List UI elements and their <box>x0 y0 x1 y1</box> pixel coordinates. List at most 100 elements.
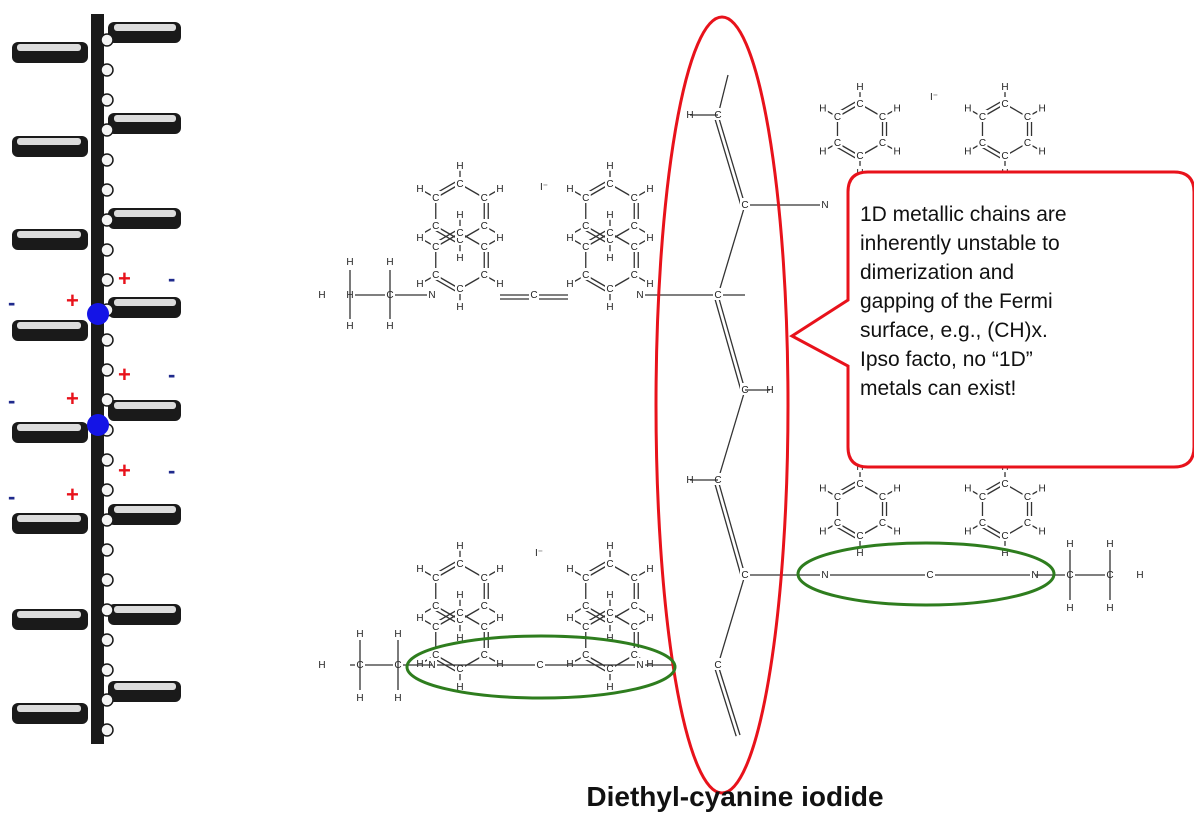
stack-slab-highlight <box>17 231 81 238</box>
atom-bg <box>645 230 656 243</box>
atom-bg <box>1037 144 1048 157</box>
atom-bg <box>685 473 695 485</box>
positive-charge: + <box>66 482 79 507</box>
atom-label: C <box>456 664 463 675</box>
atom-bg <box>479 191 490 203</box>
stack-bead <box>100 273 114 287</box>
atom-label: C <box>456 559 463 570</box>
bond-line <box>713 295 742 392</box>
atom-bg <box>455 538 465 551</box>
stack-bead <box>100 93 114 107</box>
atom-bg <box>629 219 640 231</box>
atom-bg <box>414 610 425 623</box>
dipole-dot <box>87 414 109 436</box>
bond-line <box>713 115 742 207</box>
atom-bg <box>977 516 988 528</box>
negative-charge: - <box>8 290 15 315</box>
atom-bg <box>1065 601 1075 613</box>
atom-label: H <box>606 210 613 221</box>
atom-label: H <box>386 257 393 268</box>
atom-bg <box>430 571 441 583</box>
atom-label: H <box>606 161 613 172</box>
atom-bg <box>817 481 828 494</box>
figure-caption: Diethyl-cyanine iodide <box>586 781 884 812</box>
atom-label: C <box>979 138 986 149</box>
atom-label: H <box>819 526 826 537</box>
atom-label: H <box>416 233 423 244</box>
atom-bg <box>855 97 865 109</box>
atom-bg <box>820 198 830 210</box>
atom-label: C <box>606 559 613 570</box>
atom-label: H <box>566 279 573 290</box>
atom-bg <box>430 240 441 252</box>
stack-bead <box>100 483 114 497</box>
atom-bg <box>1000 149 1010 161</box>
atom-bg <box>877 490 888 502</box>
atom-label: C <box>481 242 488 253</box>
atom-label: H <box>1039 484 1046 495</box>
atom-label: H <box>894 104 901 115</box>
callout-bubble <box>789 170 1194 469</box>
positive-charge: + <box>118 266 131 291</box>
atom-bg <box>605 538 615 551</box>
atom-label: C <box>1024 112 1031 123</box>
atom-label: H <box>606 682 613 693</box>
atom-bg <box>877 516 888 528</box>
atom-label: C <box>481 193 488 204</box>
bond-line <box>717 204 746 296</box>
atom-bg <box>892 524 903 537</box>
atom-label: H <box>318 660 325 671</box>
stack-slab-highlight <box>17 515 81 522</box>
stack-slab-highlight <box>17 611 81 618</box>
atom-label: H <box>566 564 573 575</box>
atom-bg <box>962 524 973 537</box>
atom-bg <box>479 240 490 252</box>
atom-label: H <box>496 233 503 244</box>
atom-label: H <box>456 541 463 552</box>
atom-bg <box>580 268 591 280</box>
atom-label: C <box>879 492 886 503</box>
atom-bg <box>479 219 490 231</box>
atom-label: C <box>631 622 638 633</box>
stack-slab-highlight <box>17 138 81 145</box>
positive-charge: + <box>66 288 79 313</box>
atom-bg <box>495 561 506 574</box>
bond-line <box>717 574 746 666</box>
atom-label: C <box>456 235 463 246</box>
atom-label: C <box>879 518 886 529</box>
positive-charge: + <box>118 458 131 483</box>
atom-bg <box>977 110 988 122</box>
atom-bg <box>605 300 615 313</box>
atom-label: H <box>646 233 653 244</box>
stack-slab-highlight <box>114 299 176 306</box>
negative-charge: - <box>8 484 15 509</box>
atom-label: H <box>346 257 353 268</box>
atom-label: C <box>582 573 589 584</box>
atom-bg <box>385 319 395 331</box>
atom-bg <box>855 80 865 93</box>
bond-line <box>835 145 859 161</box>
atom-label: C <box>714 660 721 671</box>
atom-bg <box>962 481 973 494</box>
atom-bg <box>414 181 425 194</box>
atom-bg <box>414 230 425 243</box>
atom-bg <box>855 529 865 541</box>
atom-bg <box>455 158 465 171</box>
atom-bg <box>345 255 355 267</box>
atom-label: C <box>481 573 488 584</box>
stack-bead <box>100 183 114 197</box>
atom-label: H <box>894 526 901 537</box>
bond-line <box>713 480 742 577</box>
atom-label: H <box>964 104 971 115</box>
stack-bead <box>100 333 114 347</box>
counter-ion: I⁻ <box>930 92 938 103</box>
atom-label: H <box>1106 603 1113 614</box>
atom-label: C <box>432 193 439 204</box>
atom-label: C <box>606 228 613 239</box>
counter-ion: I⁻ <box>540 182 548 193</box>
atom-bg <box>455 226 465 238</box>
atom-bg <box>832 490 843 502</box>
atom-label: C <box>741 200 748 211</box>
atom-bg <box>1037 481 1048 494</box>
atom-label: H <box>1039 526 1046 537</box>
